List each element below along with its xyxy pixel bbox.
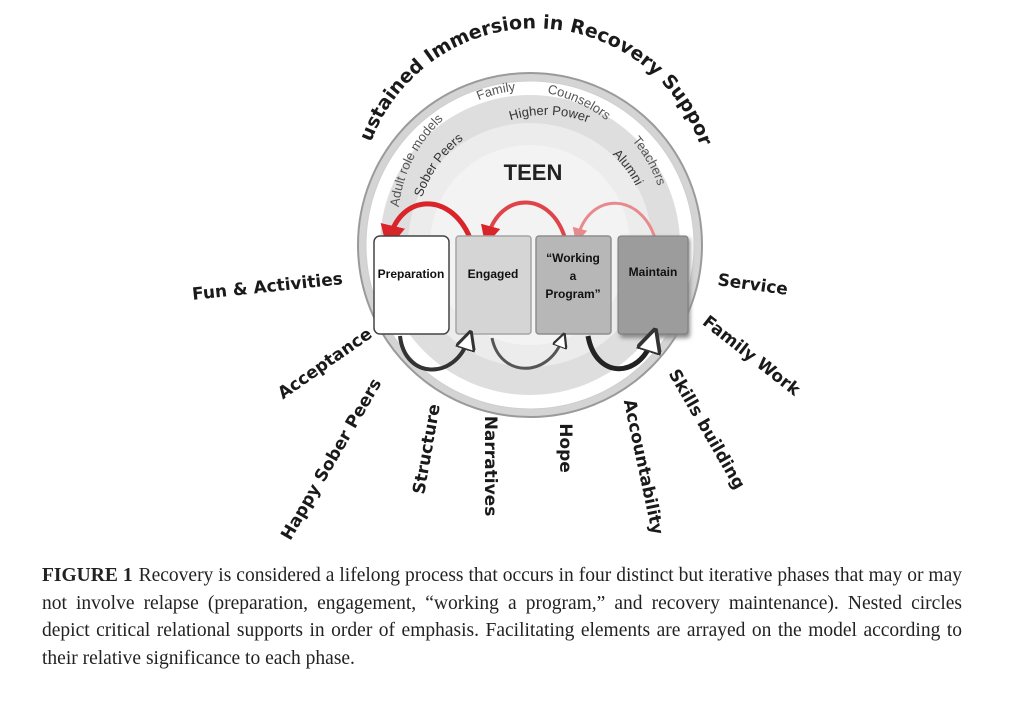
element-service: Service	[716, 270, 789, 300]
progress-arrow-2	[490, 338, 562, 370]
center-label: TEEN	[504, 160, 563, 185]
element-structure: Structure	[409, 403, 445, 496]
phase-maintain-label: Maintain	[629, 265, 678, 279]
element-fun-activities: Fun & Activities	[191, 269, 344, 305]
element-accountability: Accountability	[619, 398, 667, 537]
relapse-arrow-engaged	[380, 201, 473, 251]
progress-arrow-3	[585, 336, 652, 372]
phase-preparation-box	[373, 235, 450, 335]
phase-working-box	[535, 235, 612, 335]
element-skills-building: Skills building	[664, 366, 749, 493]
phase-preparation-label: Preparation	[378, 267, 445, 281]
relapse-arrow-maintain	[572, 201, 657, 244]
recovery-model-diagram: Sustained Immersion in Recovery Support …	[0, 0, 804, 544]
relapse-arrow-working	[480, 200, 567, 246]
phase-engaged-label: Engaged	[468, 267, 519, 281]
phase-working-label-1: “Working	[546, 251, 600, 265]
phase-working-label-3: Program”	[545, 287, 600, 301]
phase-engaged-box	[455, 235, 532, 335]
element-narratives: Narratives	[480, 416, 500, 517]
element-happy-sober-peers: Happy Sober Peers	[277, 375, 386, 543]
caption-text: Recovery is considered a lifelong proces…	[42, 565, 963, 669]
progress-arrow-1	[398, 336, 468, 372]
phase-maintain-box	[617, 235, 690, 338]
element-family-work: Family Work	[698, 312, 804, 401]
element-hope: Hope	[555, 423, 575, 473]
caption-label: FIGURE 1	[42, 565, 133, 586]
phase-working-label-2: a	[570, 269, 577, 283]
